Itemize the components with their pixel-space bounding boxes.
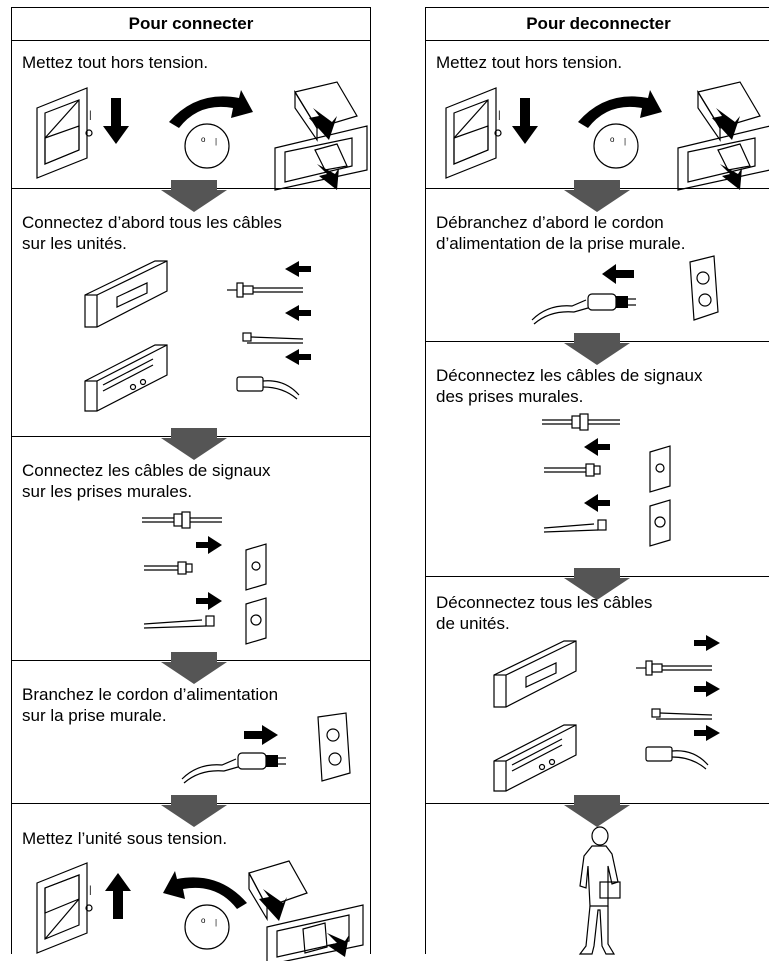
- connect-step-4-text: Branchez le cordon d’alimentation sur la…: [22, 685, 279, 725]
- unplug-cord-illustration: [531, 255, 719, 325]
- disconnect-step-3-text: Déconnectez les câbles de signaux des pr…: [436, 366, 703, 406]
- disconnect-power-off-illustration: | o |: [445, 81, 769, 191]
- disconnect-step-4-text: Déconnectez tous les câbles de unités.: [436, 593, 653, 633]
- connect-step-5-text: Mettez l’unité sous tension.: [22, 829, 228, 848]
- svg-text:o: o: [610, 135, 615, 144]
- disconnect-next-arrow-3: [564, 568, 630, 600]
- disconnect-next-arrow-4: [564, 795, 630, 827]
- connect-next-arrow-4: [161, 795, 227, 827]
- connect-next-arrow-2: [161, 428, 227, 460]
- connect-title: Pour connecter: [12, 8, 370, 41]
- disconnect-signal-cables-illustration: [542, 413, 671, 547]
- disconnect-column: Pour deconnecter Mettez tout hors tensio…: [425, 7, 769, 955]
- svg-text:o: o: [201, 916, 206, 925]
- power-on-illustration: | o |: [36, 860, 364, 961]
- connect-next-arrow-1: [161, 180, 227, 212]
- disconnect-step-1-text: Mettez tout hors tension.: [436, 53, 623, 72]
- connect-step-3-text: Connectez les câbles de signaux sur les …: [22, 461, 271, 501]
- svg-text:|: |: [215, 918, 217, 927]
- disconnect-title: Pour deconnecter: [426, 8, 769, 41]
- disconnect-next-arrow-2: [564, 333, 630, 365]
- svg-text:|: |: [624, 137, 626, 146]
- disconnect-units-cables-illustration: [493, 635, 720, 792]
- power-cord-illustration: [181, 712, 351, 784]
- connect-step-2-text: Connectez d’abord tous les câbles sur le…: [22, 213, 282, 253]
- svg-text:o: o: [201, 135, 206, 144]
- svg-text:|: |: [215, 137, 217, 146]
- svg-text:|: |: [498, 110, 501, 121]
- connect-next-arrow-3: [161, 652, 227, 684]
- svg-text:|: |: [89, 110, 92, 121]
- disconnect-step-2-text: Débranchez d’abord le cordon d’alimentat…: [436, 213, 686, 253]
- power-off-illustration: | o |: [36, 81, 368, 191]
- connect-step-1-text: Mettez tout hors tension.: [22, 53, 209, 72]
- units-cables-illustration: [84, 260, 311, 412]
- person-leaving-illustration: [578, 826, 621, 955]
- connect-column: Pour connecter Mettez tout hors tension.…: [11, 7, 371, 961]
- disconnect-next-arrow-1: [564, 180, 630, 212]
- svg-text:|: |: [89, 885, 92, 896]
- signal-cables-illustration: [142, 511, 267, 645]
